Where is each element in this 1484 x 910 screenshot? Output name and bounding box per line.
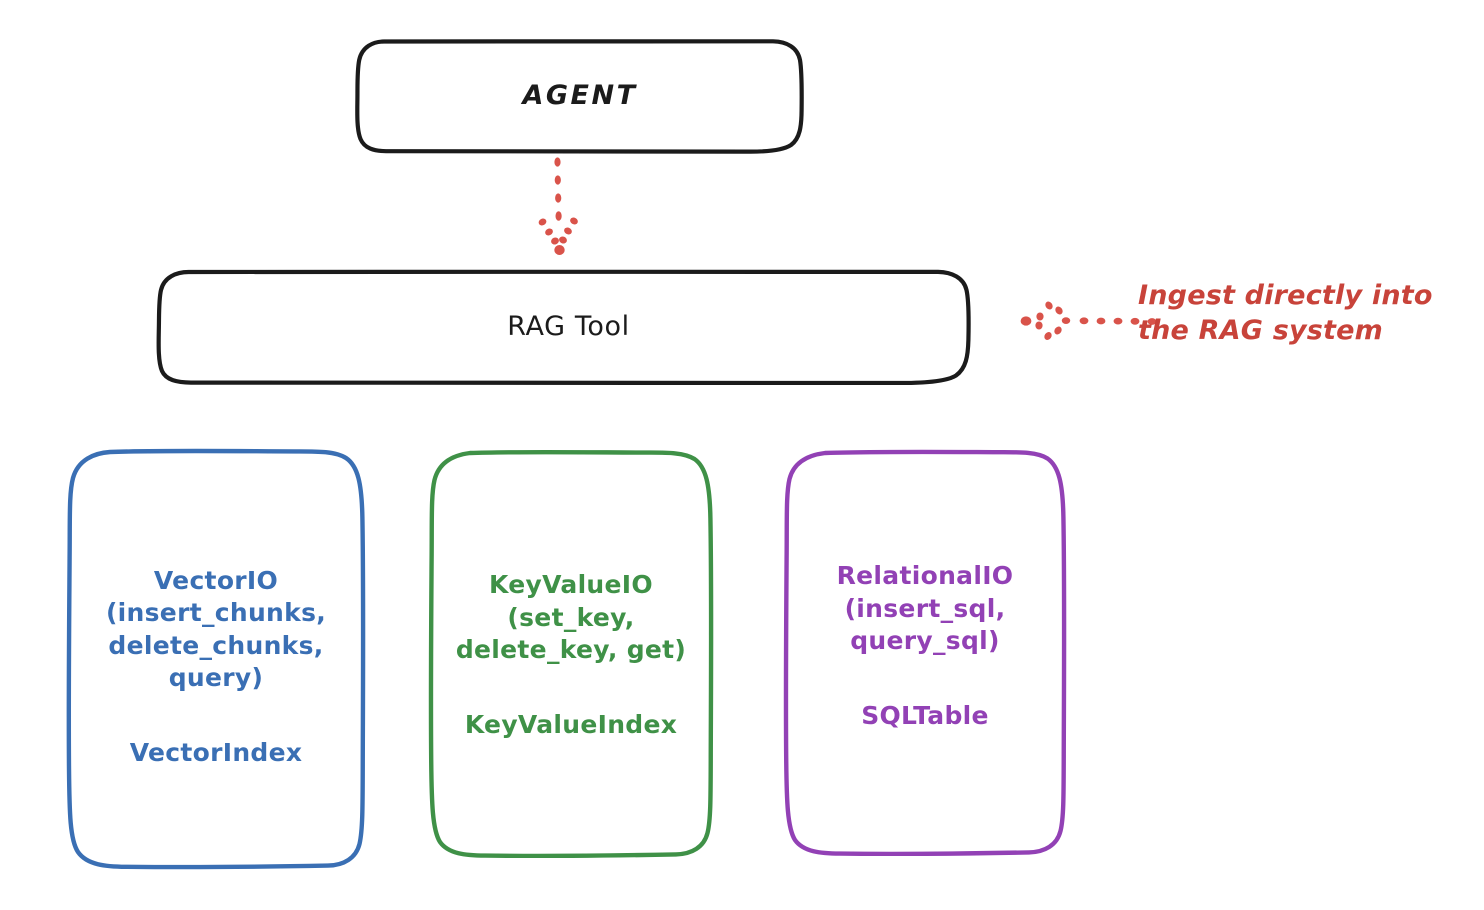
- node-vector-io-api-label: VectorIO (insert_chunks, delete_chunks, …: [105, 565, 327, 693]
- node-key-value-io-content: KeyValueIO (set_key, delete_key, get) Ke…: [456, 569, 686, 741]
- node-key-value-io-index-label: KeyValueIndex: [464, 709, 678, 739]
- connector-agent-to-rag-tool: [505, 156, 615, 268]
- node-relational-io-index-label: SQLTable: [861, 700, 989, 730]
- connector-note-to-rag-tool: [1018, 296, 1158, 346]
- node-key-value-io-api-label: KeyValueIO (set_key, delete_key, get): [455, 570, 687, 664]
- node-relational-io-api-label: RelationalIO (insert_sql, query_sql): [836, 561, 1014, 655]
- dotted-arrow-down-icon: [538, 157, 578, 255]
- node-key-value-io[interactable]: KeyValueIO (set_key, delete_key, get) Ke…: [428, 448, 714, 858]
- node-agent-label: AGENT: [522, 80, 638, 112]
- node-agent[interactable]: AGENT: [355, 38, 805, 154]
- node-rag-tool[interactable]: RAG Tool: [156, 268, 981, 385]
- node-relational-io[interactable]: RelationalIO (insert_sql, query_sql) SQL…: [783, 448, 1067, 856]
- node-rag-tool-label: RAG Tool: [507, 310, 630, 342]
- node-vector-io-content: VectorIO (insert_chunks, delete_chunks, …: [106, 565, 326, 770]
- annotation-ingest-note: Ingest directly into the RAG system: [1138, 280, 1433, 347]
- node-relational-io-content: RelationalIO (insert_sql, query_sql) SQL…: [837, 560, 1014, 732]
- dotted-arrow-left-icon: [1020, 301, 1157, 340]
- node-vector-io-index-label: VectorIndex: [129, 737, 303, 767]
- node-vector-io[interactable]: VectorIO (insert_chunks, delete_chunks, …: [66, 448, 366, 870]
